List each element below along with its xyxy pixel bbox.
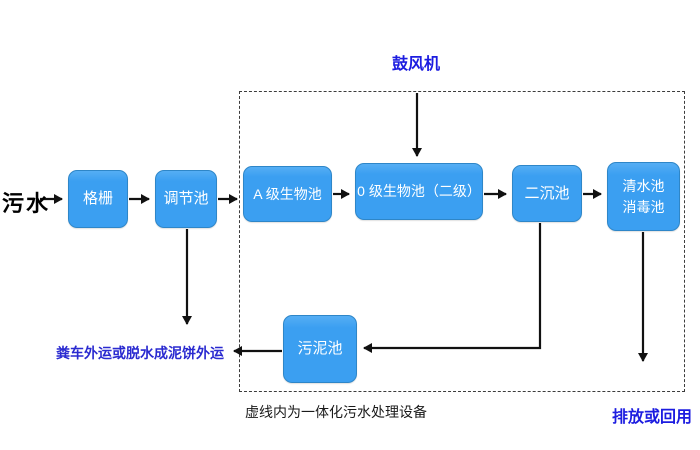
node-clear-water-label: 清水池	[622, 178, 665, 195]
node-clear-water-disinfection-tank: 清水池 消毒池	[607, 162, 680, 231]
sludge-outhaul-label: 粪车外运或脱水成泥饼外运	[56, 345, 224, 361]
node-regulating-tank: 调节池	[155, 170, 217, 228]
node-sludge-tank-label: 污泥池	[297, 340, 343, 358]
source-label: 污水	[2, 191, 51, 216]
node-secondary-sedimentation-tank-label: 二沉池	[524, 184, 570, 202]
node-regulating-tank-label: 调节池	[163, 190, 209, 208]
node-grid-label: 格栅	[82, 190, 113, 208]
node-o-level-bio-tank-label: 0 级生物池（二级）	[357, 183, 481, 200]
dashed-box-caption: 虚线内为一体化污水处理设备	[245, 404, 427, 420]
node-sludge-tank: 污泥池	[283, 315, 357, 383]
node-grid: 格栅	[68, 170, 128, 228]
node-o-level-bio-tank: 0 级生物池（二级）	[355, 163, 483, 220]
node-secondary-sedimentation-tank: 二沉池	[512, 165, 582, 222]
integrated-equipment-dashed-boundary	[239, 91, 685, 392]
blower-label: 鼓风机	[392, 56, 441, 73]
node-a-level-bio-tank-label: A 级生物池	[253, 185, 322, 202]
node-a-level-bio-tank: A 级生物池	[243, 166, 332, 222]
node-disinfection-label: 消毒池	[622, 198, 665, 215]
discharge-label: 排放或回用	[612, 409, 693, 426]
